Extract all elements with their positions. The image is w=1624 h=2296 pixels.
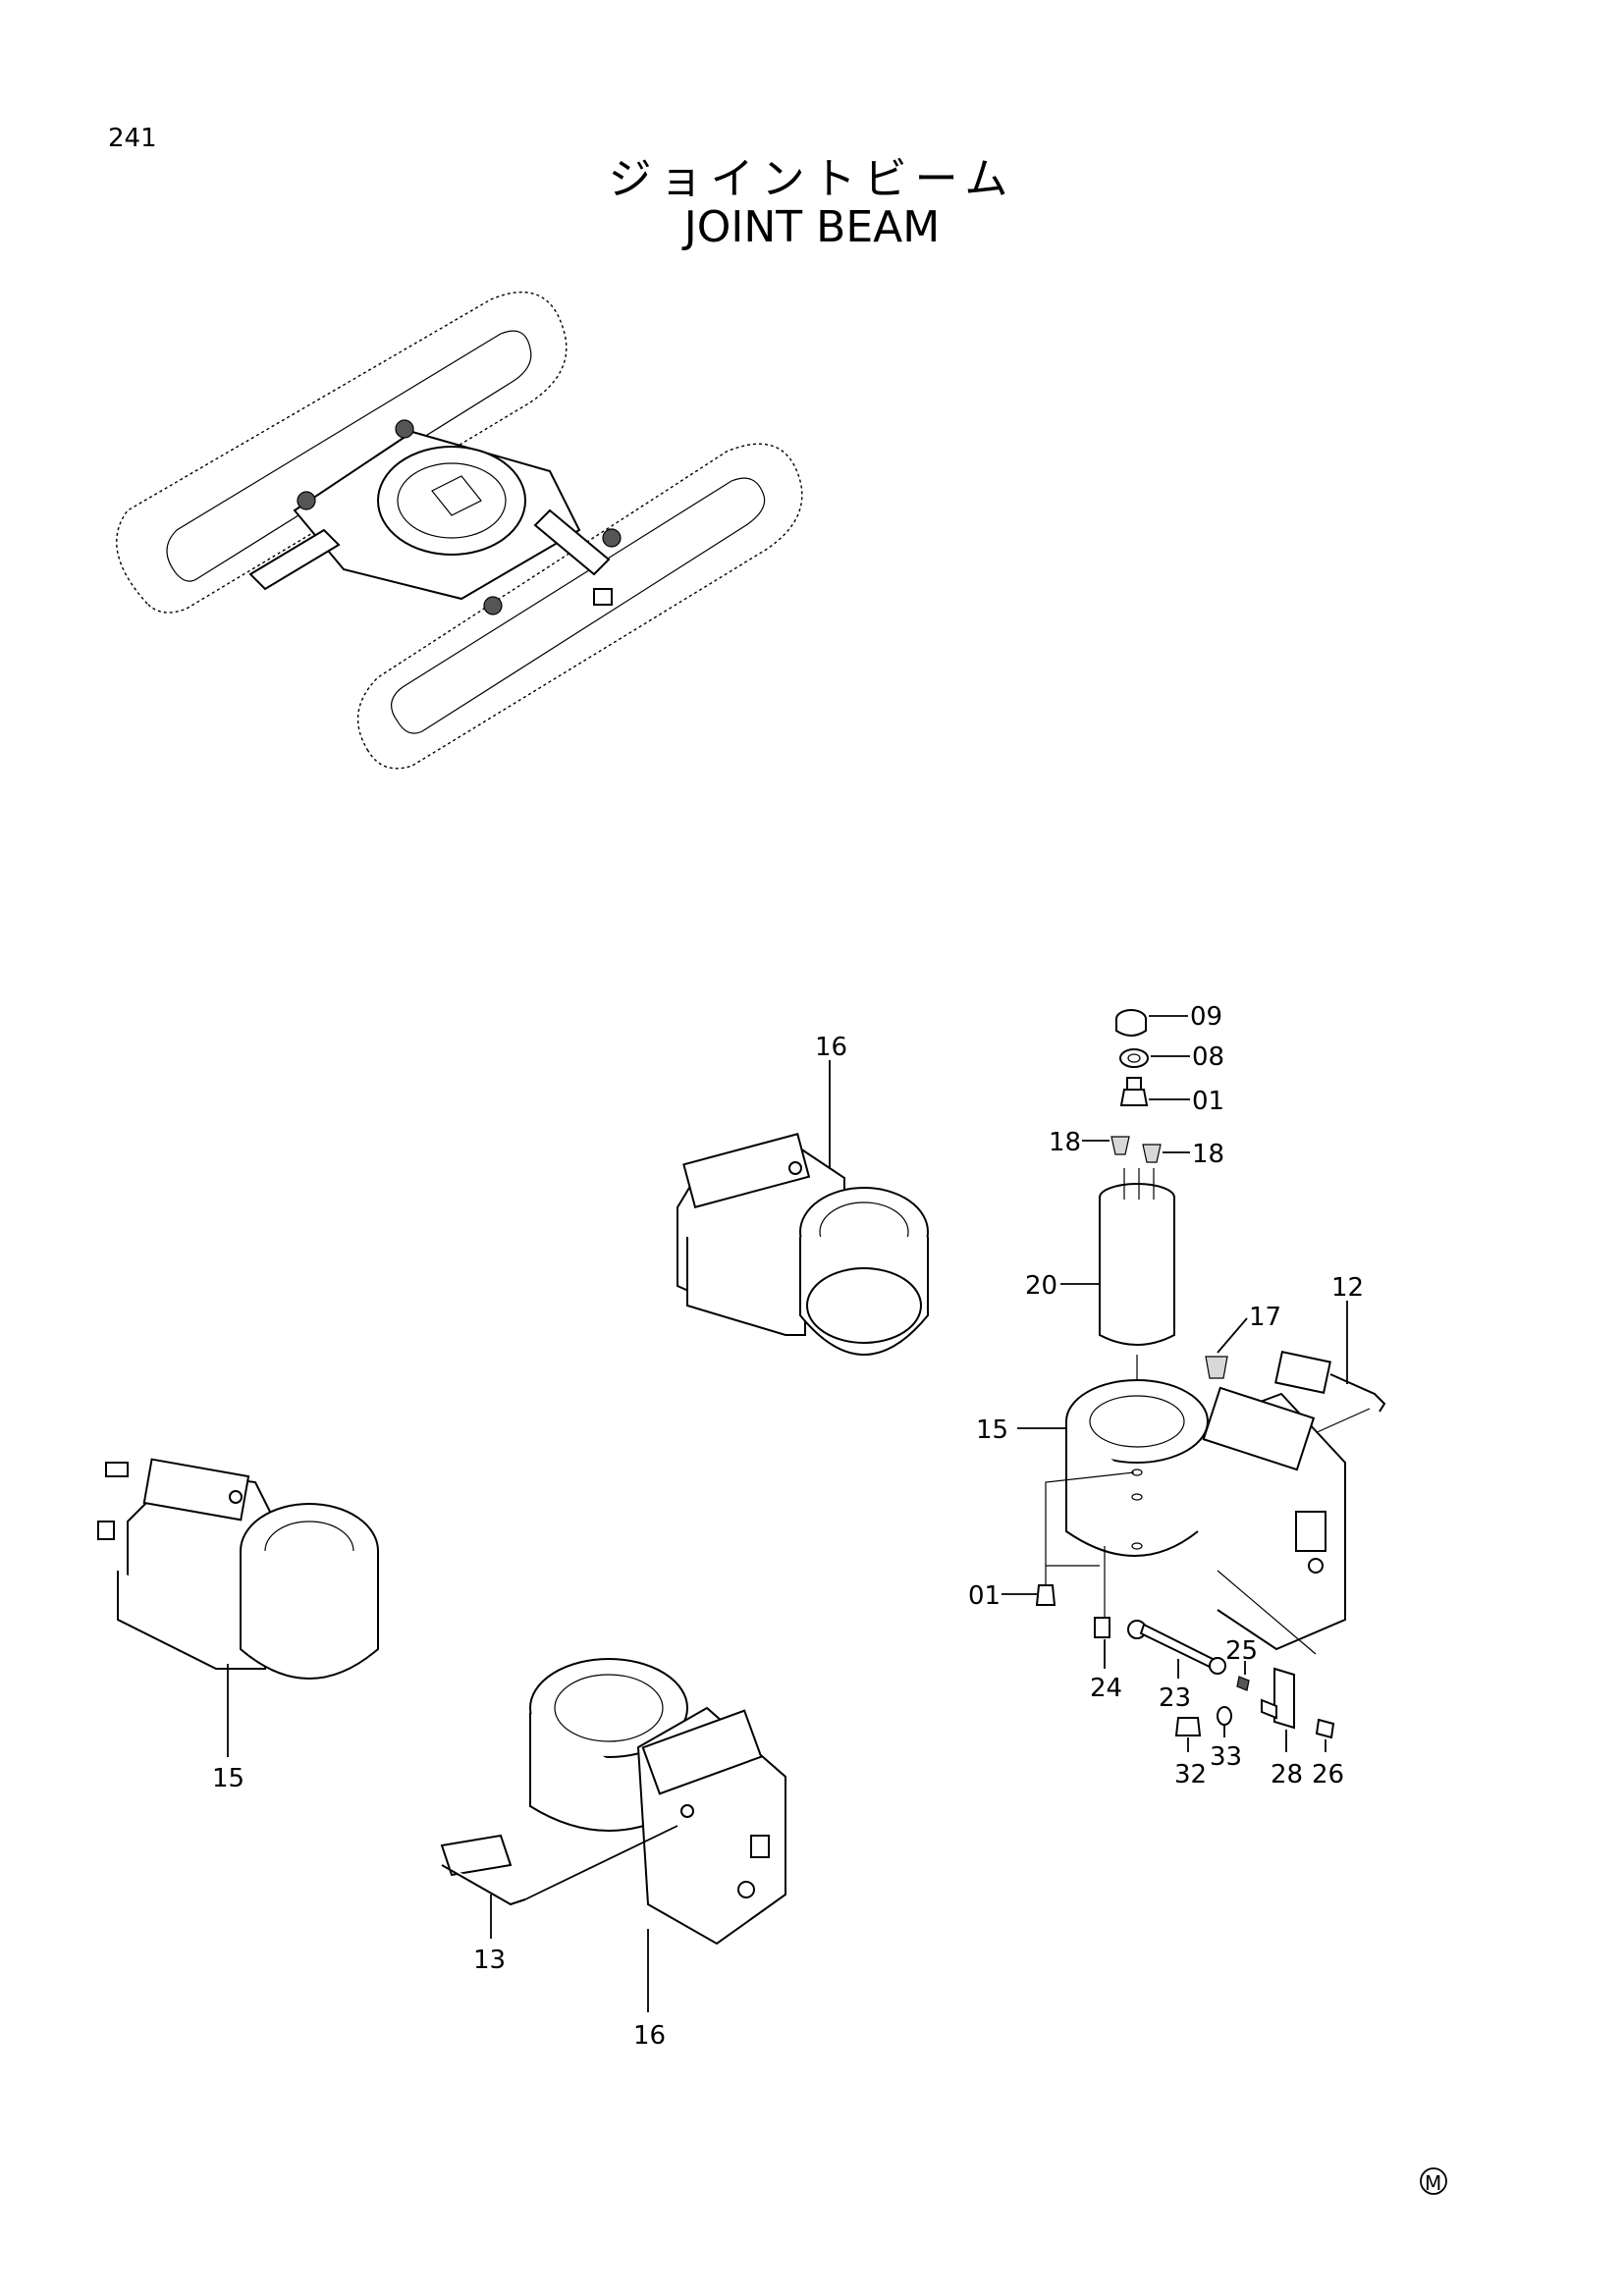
callout-09: 09 xyxy=(1190,1002,1222,1032)
joint-beam-16-upper: 16 xyxy=(676,1033,929,1356)
callout-18-left: 18 xyxy=(1049,1128,1081,1157)
callout-28: 28 xyxy=(1271,1760,1303,1789)
callout-01-lower: 01 xyxy=(968,1581,1001,1611)
callout-24: 24 xyxy=(1090,1674,1122,1703)
callout-17: 17 xyxy=(1249,1303,1281,1332)
page-number: 241 xyxy=(108,124,157,153)
callout-20: 20 xyxy=(1025,1271,1057,1301)
title-english: JOINT BEAM xyxy=(683,202,941,252)
joint-beam-15-left: 15 xyxy=(97,1458,379,1793)
callout-25: 25 xyxy=(1225,1636,1258,1666)
title-japanese: ジョイントビーム xyxy=(608,154,1016,204)
joint-beam-16-lower: 13 16 xyxy=(440,1658,786,2051)
m-mark: M xyxy=(1425,2171,1441,2195)
undercarriage-overview xyxy=(116,291,803,770)
callout-23: 23 xyxy=(1159,1683,1191,1713)
callout-13: 13 xyxy=(473,1946,506,1975)
callout-16-upper: 16 xyxy=(815,1033,847,1062)
callout-12: 12 xyxy=(1331,1273,1364,1303)
callout-33: 33 xyxy=(1210,1742,1242,1772)
callout-16-lower: 16 xyxy=(633,2021,666,2051)
callout-26: 26 xyxy=(1312,1760,1344,1789)
exploded-assembly: 09 08 01 18 18 20 17 12 xyxy=(968,1002,1386,1789)
callout-15-right: 15 xyxy=(976,1415,1008,1445)
callout-01-upper: 01 xyxy=(1192,1087,1224,1116)
callout-32: 32 xyxy=(1174,1760,1207,1789)
callout-08: 08 xyxy=(1192,1042,1224,1072)
callout-18-right: 18 xyxy=(1192,1140,1224,1169)
m-mark-circle xyxy=(1420,2167,1447,2195)
callout-15-left: 15 xyxy=(212,1764,244,1793)
